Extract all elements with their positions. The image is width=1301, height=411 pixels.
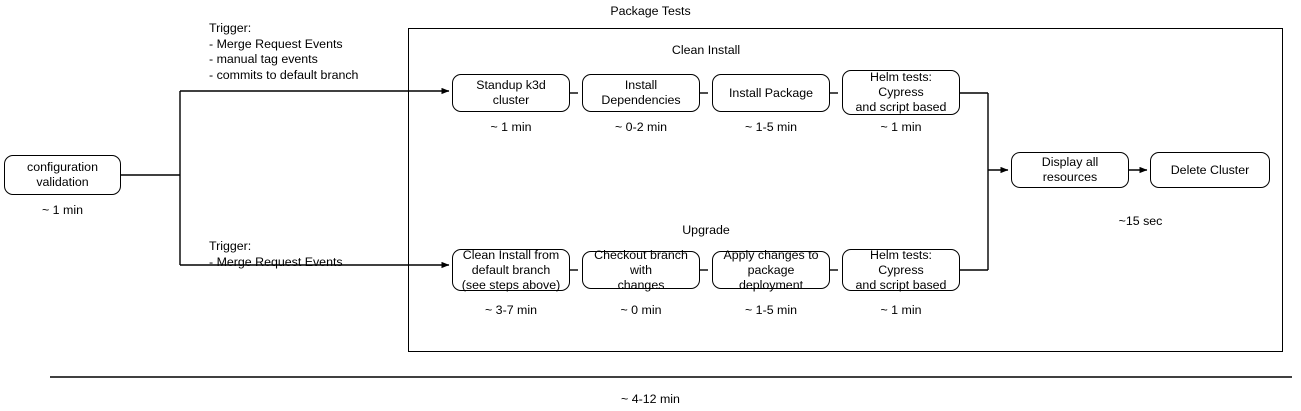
node-helm-tests-clean-install[interactable]: Helm tests: Cypress and script based bbox=[842, 70, 960, 115]
node-install-package[interactable]: Install Package bbox=[712, 74, 830, 112]
node-configuration-validation[interactable]: configuration validation bbox=[4, 155, 121, 195]
node-install-dependencies[interactable]: Install Dependencies bbox=[582, 74, 700, 112]
duration-helm-tests-clean-install: ~ 1 min bbox=[880, 120, 922, 134]
duration-configuration-validation: ~ 1 min bbox=[42, 203, 83, 217]
edge-merge-to-display bbox=[960, 92, 1009, 271]
node-clean-install-from-default-branch[interactable]: Clean Install from default branch (see s… bbox=[452, 248, 570, 292]
total-duration-label: ~ 4-12 min bbox=[621, 392, 680, 406]
duration-teardown: ~15 sec bbox=[1118, 214, 1163, 228]
trigger-clean-install-text: Trigger: - Merge Request Events - manual… bbox=[209, 21, 359, 82]
package-tests-container bbox=[408, 28, 1283, 352]
section-label-clean-install: Clean Install bbox=[671, 43, 741, 57]
trigger-upgrade-text: Trigger: - Merge Request Events bbox=[209, 239, 343, 269]
duration-standup-k3d-cluster: ~ 1 min bbox=[490, 120, 532, 134]
duration-install-dependencies: ~ 0-2 min bbox=[615, 120, 667, 134]
node-delete-cluster[interactable]: Delete Cluster bbox=[1150, 152, 1270, 188]
duration-helm-tests-upgrade: ~ 1 min bbox=[880, 303, 922, 317]
node-display-all-resources[interactable]: Display all resources bbox=[1011, 152, 1129, 188]
duration-clean-install-from-default-branch: ~ 3-7 min bbox=[485, 303, 537, 317]
edge-config-to-split bbox=[121, 91, 181, 265]
section-label-upgrade: Upgrade bbox=[682, 223, 730, 237]
node-apply-changes-to-package-deployment[interactable]: Apply changes to package deployment bbox=[712, 248, 830, 292]
node-standup-k3d-cluster[interactable]: Standup k3d cluster bbox=[452, 74, 570, 112]
duration-install-package: ~ 1-5 min bbox=[745, 120, 797, 134]
node-helm-tests-upgrade[interactable]: Helm tests: Cypress and script based bbox=[842, 248, 960, 292]
node-checkout-branch-with-changes[interactable]: Checkout branch with changes bbox=[582, 248, 700, 292]
duration-apply-changes-to-package-deployment: ~ 1-5 min bbox=[745, 303, 797, 317]
duration-checkout-branch-with-changes: ~ 0 min bbox=[620, 303, 662, 317]
diagram-title: Package Tests bbox=[610, 4, 691, 18]
